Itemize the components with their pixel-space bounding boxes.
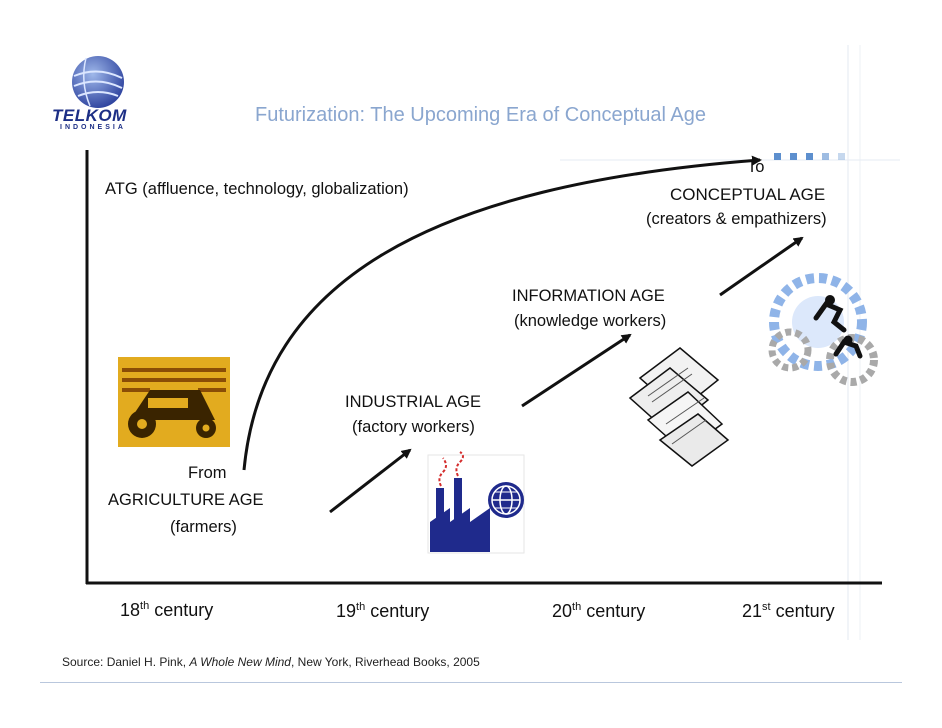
decor-square (774, 153, 781, 160)
logo-text: TELKOM (52, 106, 127, 125)
information-age-sub: (knowledge workers) (514, 312, 667, 330)
to-label: To (747, 158, 765, 176)
information-age-label: INFORMATION AGE (512, 287, 665, 305)
decor-square (790, 153, 797, 160)
arrow-industrial-to-information (521, 333, 632, 408)
decor-square (838, 153, 845, 160)
documents-icon (628, 347, 730, 467)
industrial-age-label: INDUSTRIAL AGE (345, 393, 482, 411)
agriculture-age-sub: (farmers) (170, 518, 237, 536)
century-21: 21st century (742, 601, 835, 621)
arrow-information-to-conceptual (719, 236, 804, 297)
page-title: Futurization: The Upcoming Era of Concep… (255, 104, 706, 126)
arrow-agri-to-industrial (329, 448, 412, 514)
industrial-age-sub: (factory workers) (352, 418, 475, 436)
century-19: 19th century (336, 601, 430, 621)
atg-curve-arrow (242, 155, 762, 471)
conceptual-age-label: CONCEPTUAL AGE (670, 185, 826, 204)
decor-square (822, 153, 829, 160)
telkom-globe-icon (72, 56, 124, 108)
footer-divider (40, 682, 902, 683)
conceptual-age-sub: (creators & empathizers) (646, 210, 827, 228)
atg-label: ATG (affluence, technology, globalizatio… (105, 180, 409, 198)
source-citation: Source: Daniel H. Pink, A Whole New Mind… (62, 655, 480, 669)
logo-subtext: INDONESIA (60, 124, 126, 131)
globe-icon (488, 482, 524, 518)
gears-businessmen-icon (768, 273, 878, 386)
agriculture-age-label: AGRICULTURE AGE (108, 491, 264, 509)
tractor-icon (118, 357, 230, 447)
decor-square (806, 153, 813, 160)
century-20: 20th century (552, 601, 646, 621)
from-label: From (188, 464, 227, 482)
century-18: 18th century (120, 600, 214, 620)
